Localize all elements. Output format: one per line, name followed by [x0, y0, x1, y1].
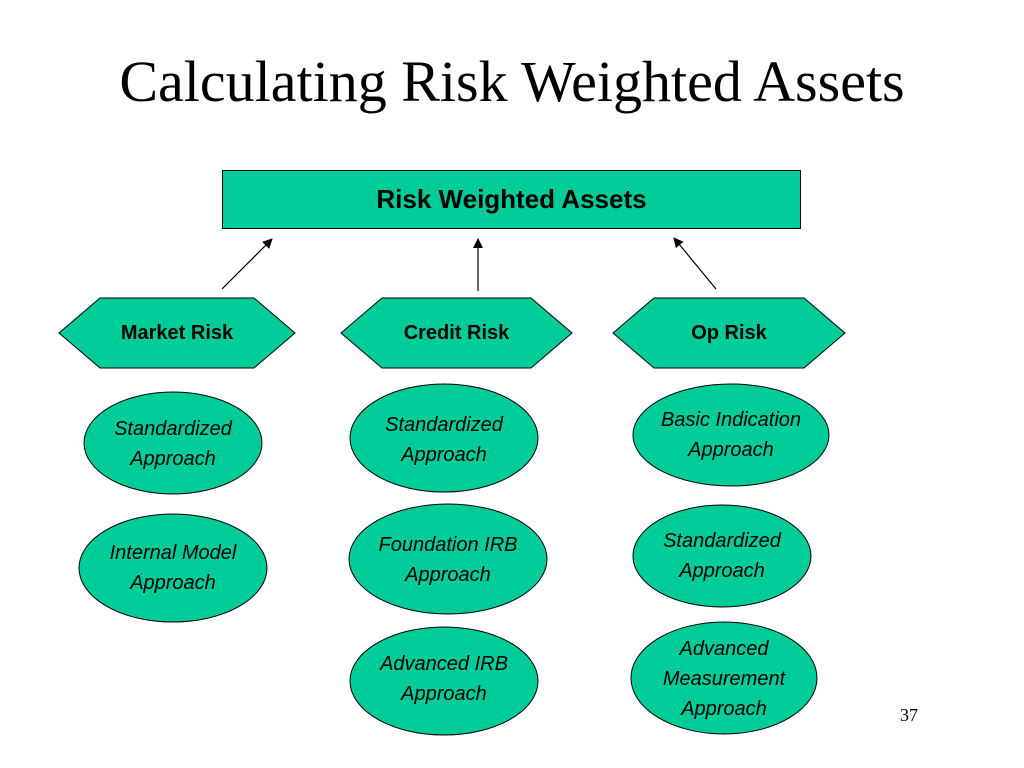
market-standardized-ellipse: [83, 391, 263, 495]
op-risk-label: Op Risk: [691, 321, 767, 344]
op-standardized-label: Standardized Approach: [663, 530, 781, 582]
op-basic-indication-label: Basic Indication Approach: [660, 409, 802, 461]
credit-risk-label: Credit Risk: [403, 321, 510, 344]
page-number: 37: [900, 705, 918, 725]
op-risk-hexagon: [612, 297, 846, 369]
market-internal-model-ellipse: [78, 513, 268, 623]
arrow-op-to-rwa: [673, 237, 717, 290]
credit-standardized-label: Standardized Approach: [385, 414, 503, 466]
credit-foundation-irb-label: Foundation IRB Approach: [378, 534, 518, 586]
slide-title: Calculating Risk Weighted Assets: [119, 49, 905, 114]
risk-weighted-assets-box: Risk Weighted Assets: [222, 170, 801, 229]
credit-standardized-ellipse: [349, 383, 539, 493]
credit-advanced-irb-ellipse: [349, 626, 539, 736]
op-advanced-measurement-ellipse: [630, 621, 818, 735]
credit-foundation-irb-ellipse: [348, 503, 548, 615]
op-standardized-ellipse: [632, 504, 812, 608]
market-standardized-label: Standardized Approach: [114, 418, 232, 470]
market-risk-label: Market Risk: [120, 321, 234, 344]
market-risk-hexagon: [58, 297, 296, 369]
risk-weighted-assets-label: Risk Weighted Assets: [376, 184, 647, 214]
op-advanced-measurement-label: Advanced Measurement Approach: [662, 638, 786, 720]
credit-advanced-irb-label: Advanced IRB Approach: [380, 653, 508, 705]
op-basic-indication-ellipse: [632, 383, 830, 487]
arrow-market-to-rwa: [221, 238, 273, 290]
market-internal-model-label: Internal Model Approach: [109, 542, 237, 594]
credit-risk-hexagon: [340, 297, 573, 369]
